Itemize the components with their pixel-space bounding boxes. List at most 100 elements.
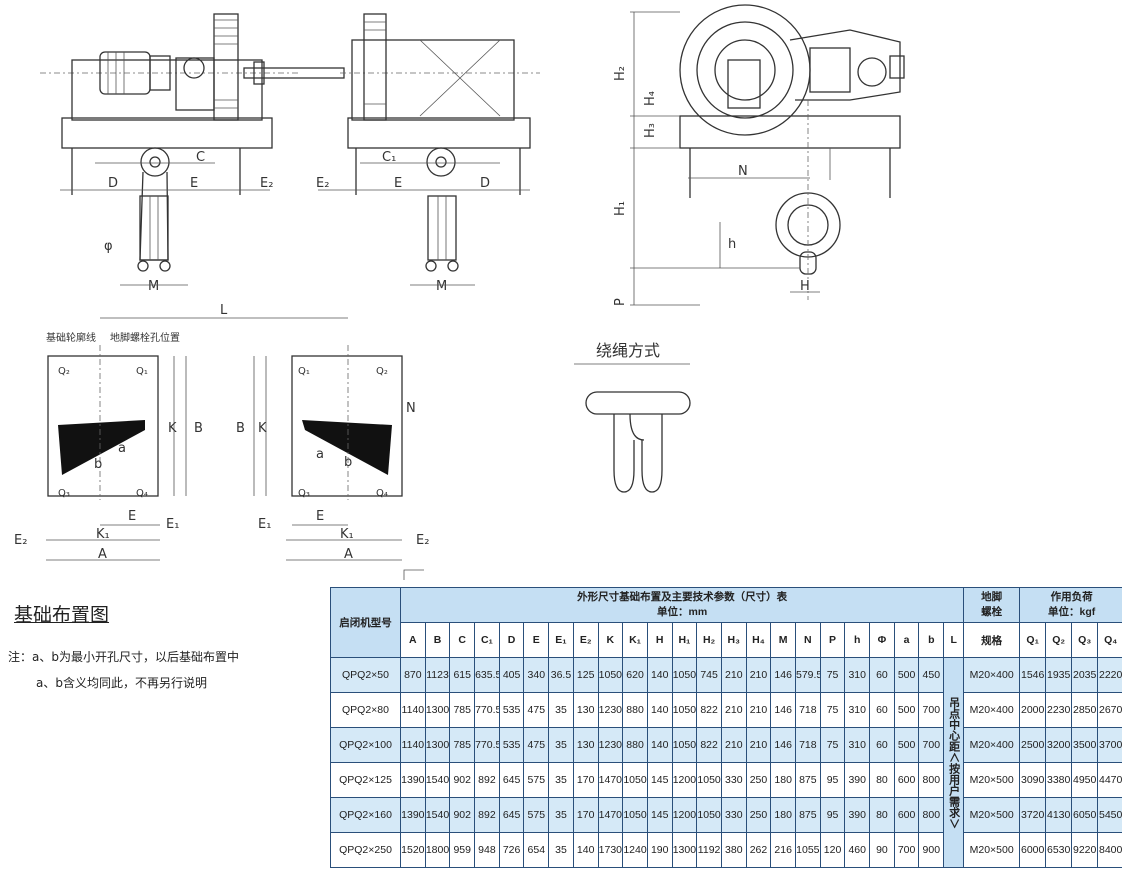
table-cell: 95 — [819, 762, 846, 798]
col-header: N — [795, 622, 821, 658]
dim-A-left: A — [98, 547, 107, 562]
table-cell: 8400 — [1097, 832, 1122, 868]
table-cell: 959 — [449, 832, 476, 868]
table-cell: 2850 — [1071, 692, 1099, 728]
bolt-Q3-left: Q₃ — [58, 488, 70, 499]
col-header: 规格 — [963, 622, 1021, 658]
col-header: Q₄ — [1097, 622, 1122, 658]
col-header: P — [819, 622, 846, 658]
table-cell: 146 — [770, 692, 796, 728]
table-cell: 902 — [449, 762, 476, 798]
table-cell: 390 — [844, 797, 871, 833]
table-cell: 1050 — [696, 762, 722, 798]
dim-H1: H₁ — [613, 201, 628, 216]
table-cell: 575 — [523, 797, 550, 833]
side-view — [630, 4, 905, 306]
table-cell: 1050 — [597, 657, 624, 693]
dim-D-right: D — [480, 176, 490, 191]
table-cell: 75 — [819, 727, 846, 763]
foundation-right — [253, 345, 403, 561]
table-cell: 770.5 — [474, 727, 500, 763]
table-cell: M20×500 — [963, 832, 1021, 868]
table-cell: QPQ2×50 — [330, 657, 401, 693]
table-cell: 880 — [622, 692, 648, 728]
table-cell: QPQ2×125 — [330, 762, 401, 798]
table-cell: 262 — [745, 832, 772, 868]
table-cell: M20×400 — [963, 657, 1021, 693]
table-cell: 900 — [918, 832, 945, 868]
dim-E-right: E — [394, 176, 402, 191]
col-header: L — [943, 622, 965, 658]
col-header: Q₁ — [1019, 622, 1047, 658]
table-cell: 310 — [844, 657, 871, 693]
col-header: K₁ — [622, 622, 648, 658]
dim-E2-foundation-right: E₂ — [416, 533, 429, 548]
dim-C-left: C — [196, 150, 205, 165]
dim-K-right: K — [258, 421, 267, 436]
l-column-note: 吊点中心距∧按用户需求∨ — [943, 657, 965, 868]
table-cell: 5450 — [1097, 797, 1122, 833]
table-cell: QPQ2×80 — [330, 692, 401, 728]
col-header: h — [844, 622, 871, 658]
table-cell: 535 — [498, 727, 525, 763]
model-header: 启闭机型号 — [330, 587, 401, 658]
col-header: Φ — [869, 622, 895, 658]
dim-N: N — [738, 164, 748, 179]
table-cell: 35 — [548, 727, 574, 763]
table-cell: 2220 — [1097, 657, 1122, 693]
col-header: H₂ — [696, 622, 722, 658]
col-header: E₁ — [548, 622, 574, 658]
table-cell: 1520 — [400, 832, 426, 868]
table-cell: QPQ2×160 — [330, 797, 401, 833]
table-cell: 4470 — [1097, 762, 1122, 798]
dim-E-left: E — [190, 176, 198, 191]
table-cell: 6050 — [1071, 797, 1099, 833]
dim-a-right: a — [316, 447, 324, 462]
table-cell: 36.5 — [548, 657, 574, 693]
table-cell: 405 — [498, 657, 525, 693]
table-cell: 210 — [720, 727, 747, 763]
table-cell: 330 — [720, 797, 747, 833]
table-cell: 330 — [720, 762, 747, 798]
table-cell: M20×400 — [963, 727, 1021, 763]
table-cell: 170 — [572, 797, 599, 833]
table-cell: 1050 — [622, 797, 648, 833]
table-cell: 3090 — [1019, 762, 1047, 798]
front-view-right — [318, 13, 540, 272]
table-cell: 1050 — [671, 727, 698, 763]
table-cell: 3500 — [1071, 727, 1099, 763]
table-cell: 645 — [498, 762, 525, 798]
col-header: H₁ — [671, 622, 698, 658]
dim-phi-left: φ — [104, 239, 113, 254]
col-header: a — [893, 622, 920, 658]
table-cell: 745 — [696, 657, 722, 693]
table-cell: 902 — [449, 797, 476, 833]
table-cell: 145 — [646, 762, 673, 798]
table-cell: 700 — [893, 832, 920, 868]
col-header: Q₃ — [1071, 622, 1099, 658]
bolt-Q4-right: Q₄ — [376, 488, 388, 499]
table-cell: 2000 — [1019, 692, 1047, 728]
table-cell: 80 — [869, 762, 895, 798]
table-cell: 892 — [474, 797, 500, 833]
table-cell: 579.5 — [795, 657, 821, 693]
table-cell: 216 — [770, 832, 796, 868]
table-cell: 1470 — [597, 762, 624, 798]
note-line-2: a、b含义均同此，不再另行说明 — [36, 676, 207, 690]
table-cell: 718 — [795, 727, 821, 763]
table-cell: 1230 — [597, 692, 624, 728]
table-cell: 4950 — [1071, 762, 1099, 798]
col-header: b — [918, 622, 945, 658]
table-cell: 475 — [523, 727, 550, 763]
note-line-1: 注：a、b为最小开孔尺寸，以后基础布置中 — [8, 650, 239, 664]
table-cell: 1230 — [597, 727, 624, 763]
table-cell: 635.5 — [474, 657, 500, 693]
table-cell: 210 — [720, 692, 747, 728]
table-cell: 700 — [918, 692, 945, 728]
dim-H4: H₄ — [643, 91, 658, 106]
col-header: E₂ — [572, 622, 599, 658]
table-cell: 1055 — [795, 832, 821, 868]
table-cell: 146 — [770, 657, 796, 693]
table-cell: 180 — [770, 797, 796, 833]
